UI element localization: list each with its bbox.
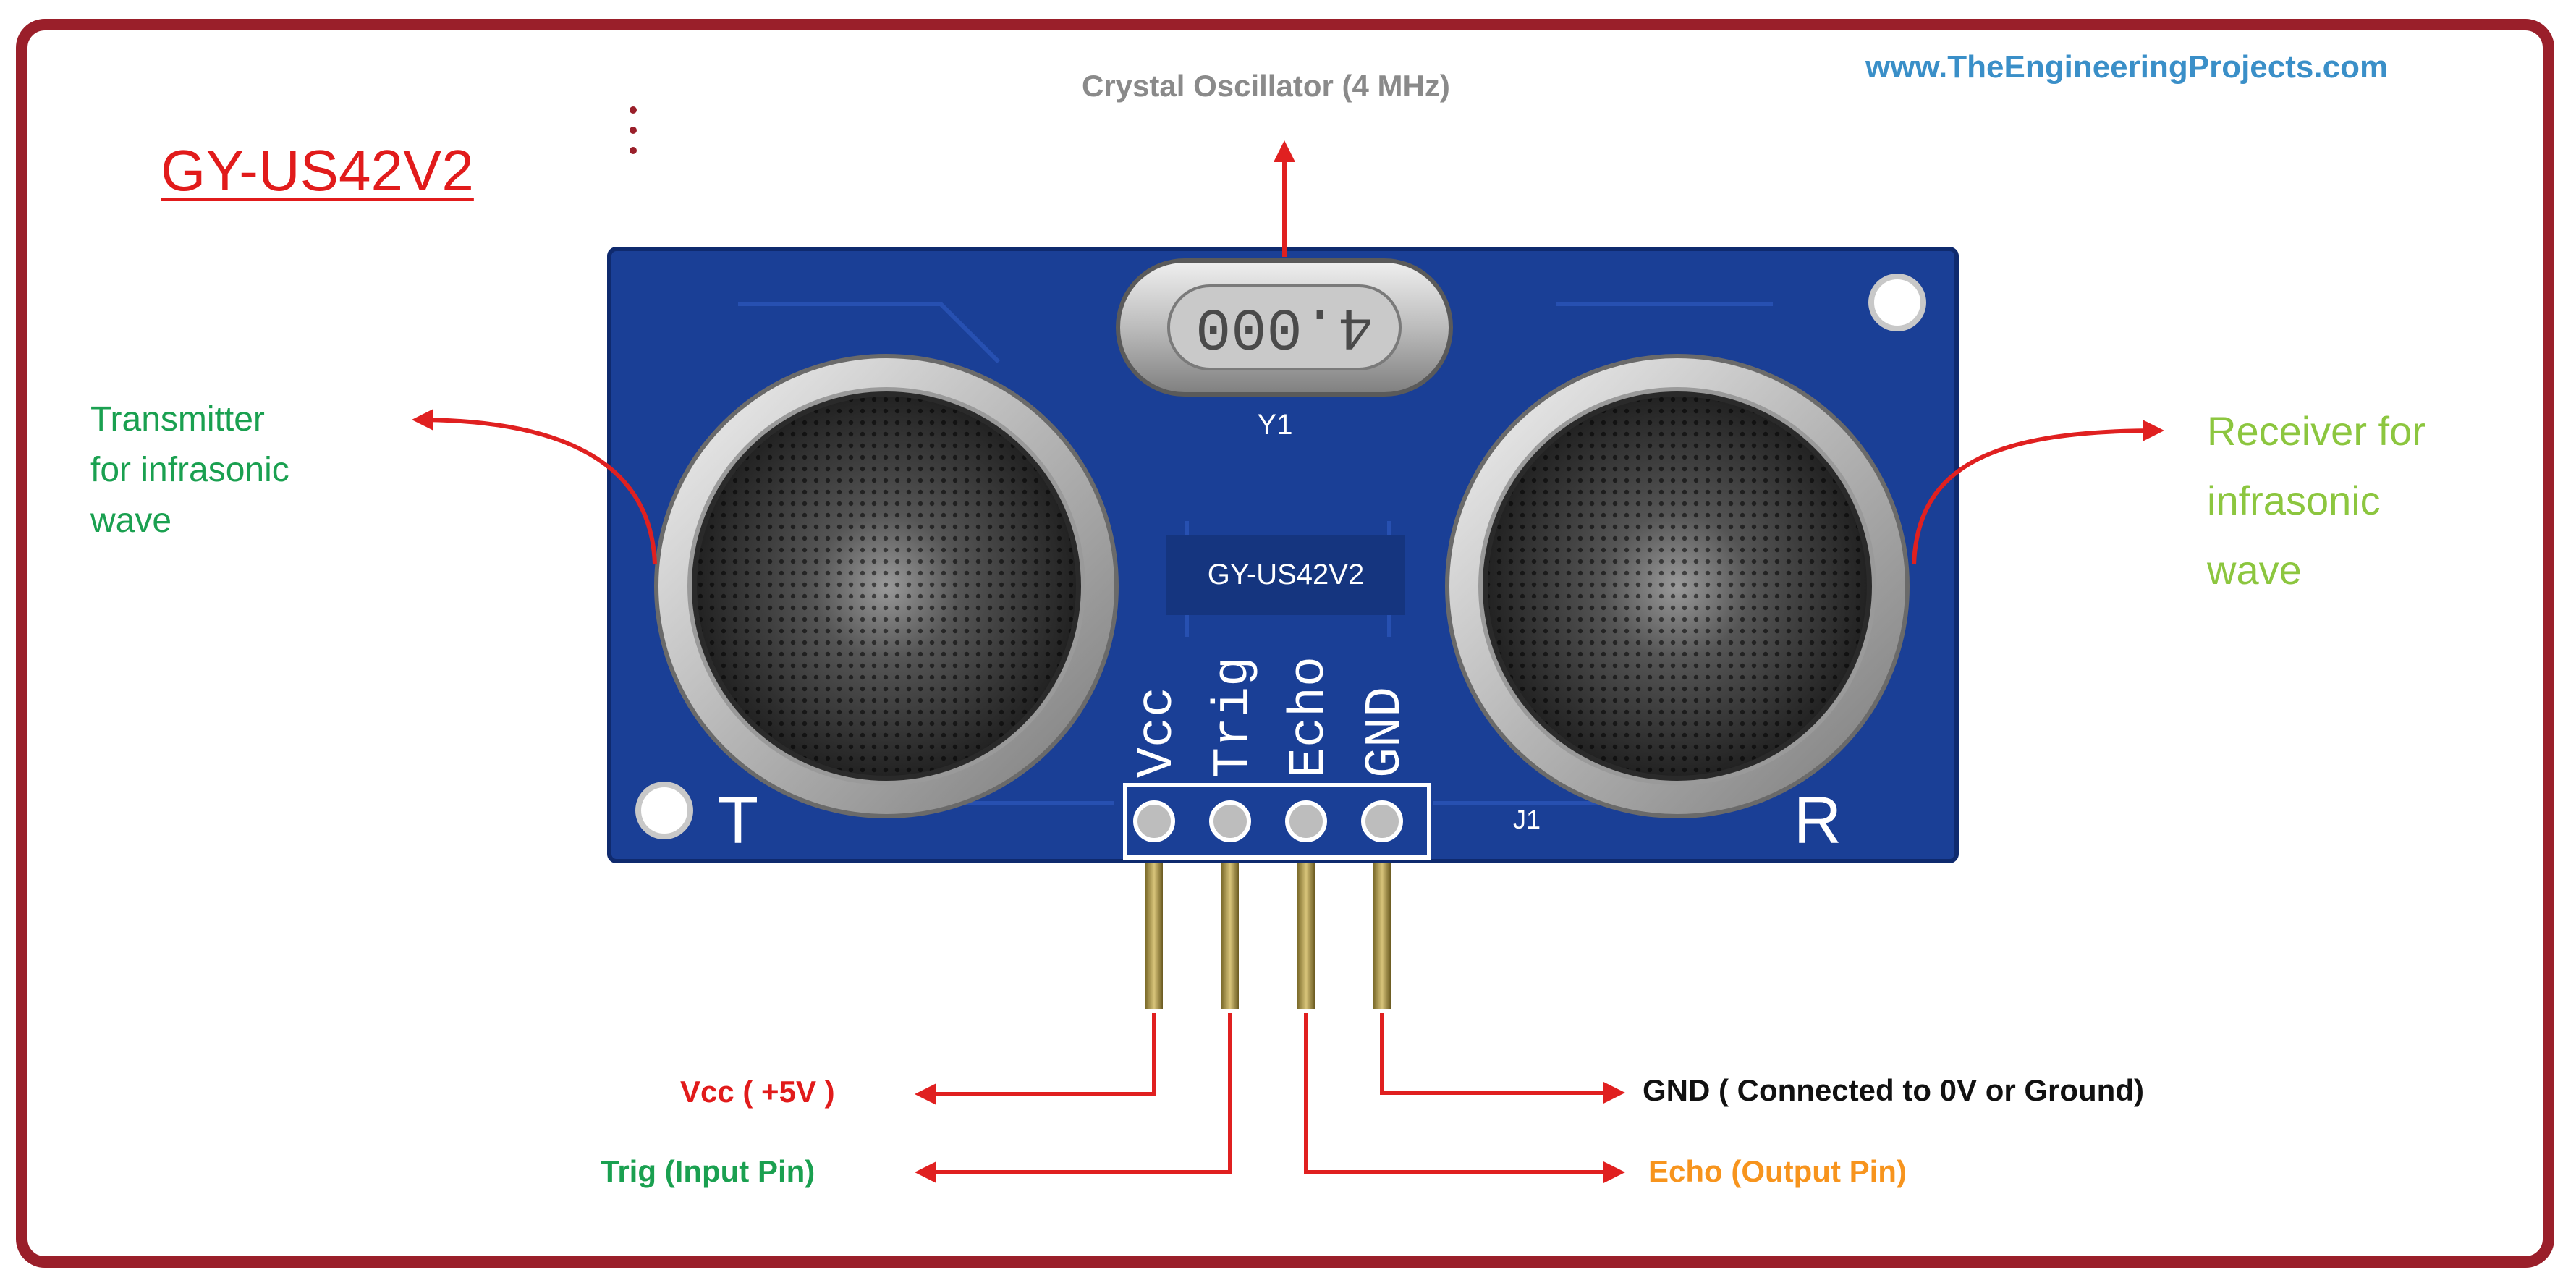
pin-label-echo: Echo <box>1281 656 1339 778</box>
receiver-mark: R <box>1794 784 1842 858</box>
mounting-hole <box>635 782 693 839</box>
board-model-text: GY-US42V2 <box>1208 559 1364 590</box>
pin-label-trig: Trig <box>1206 656 1263 778</box>
diagram-title: GY-US42V2 <box>161 138 474 203</box>
receiver-transducer <box>1445 354 1910 818</box>
pin-label-vcc: Vcc <box>1130 687 1187 778</box>
receiver-label-line: wave <box>2207 547 2302 593</box>
vcc-arrow <box>915 1013 1156 1105</box>
crystal-marking: 4.000 <box>1195 292 1373 360</box>
pin-label-gnd: GND <box>1357 687 1415 778</box>
echo-arrow <box>1304 1013 1625 1183</box>
echo-pin-label: Echo (Output Pin) <box>1648 1154 1907 1188</box>
header-ref: J1 <box>1513 805 1541 834</box>
pin-header <box>1123 783 1431 860</box>
receiver-label-line: Receiver for <box>2207 408 2425 454</box>
trig-pin-label: Trig (Input Pin) <box>601 1154 815 1188</box>
website-label: www.TheEngineeringProjects.com <box>1865 49 2389 85</box>
crystal-ref: Y1 <box>1258 409 1293 441</box>
transmitter-label: Transmitter for infrasonic wave <box>90 394 289 546</box>
mounting-hole <box>1868 274 1926 331</box>
receiver-arrow <box>1912 420 2164 565</box>
pin-pads <box>1133 800 1403 842</box>
transmitter-label-line: wave <box>90 501 172 540</box>
transmitter-arrow <box>412 409 657 565</box>
receiver-label-line: infrasonic <box>2207 478 2381 523</box>
receiver-label: Receiver for infrasonic wave <box>2207 397 2425 605</box>
header-pins <box>1145 861 1391 1009</box>
trig-arrow <box>915 1013 1232 1183</box>
vcc-pin-label: Vcc ( +5V ) <box>680 1075 835 1109</box>
gnd-arrow <box>1380 1013 1625 1104</box>
crystal-label: Crystal Oscillator (4 MHz) <box>1082 69 1450 103</box>
gnd-pin-label: GND ( Connected to 0V or Ground) <box>1643 1073 2144 1107</box>
transmitter-label-line: for infrasonic <box>90 451 289 489</box>
transmitter-transducer <box>654 354 1119 818</box>
dot-mark <box>630 106 637 154</box>
transmitter-label-line: Transmitter <box>90 400 265 439</box>
transmitter-mark: T <box>718 784 758 858</box>
